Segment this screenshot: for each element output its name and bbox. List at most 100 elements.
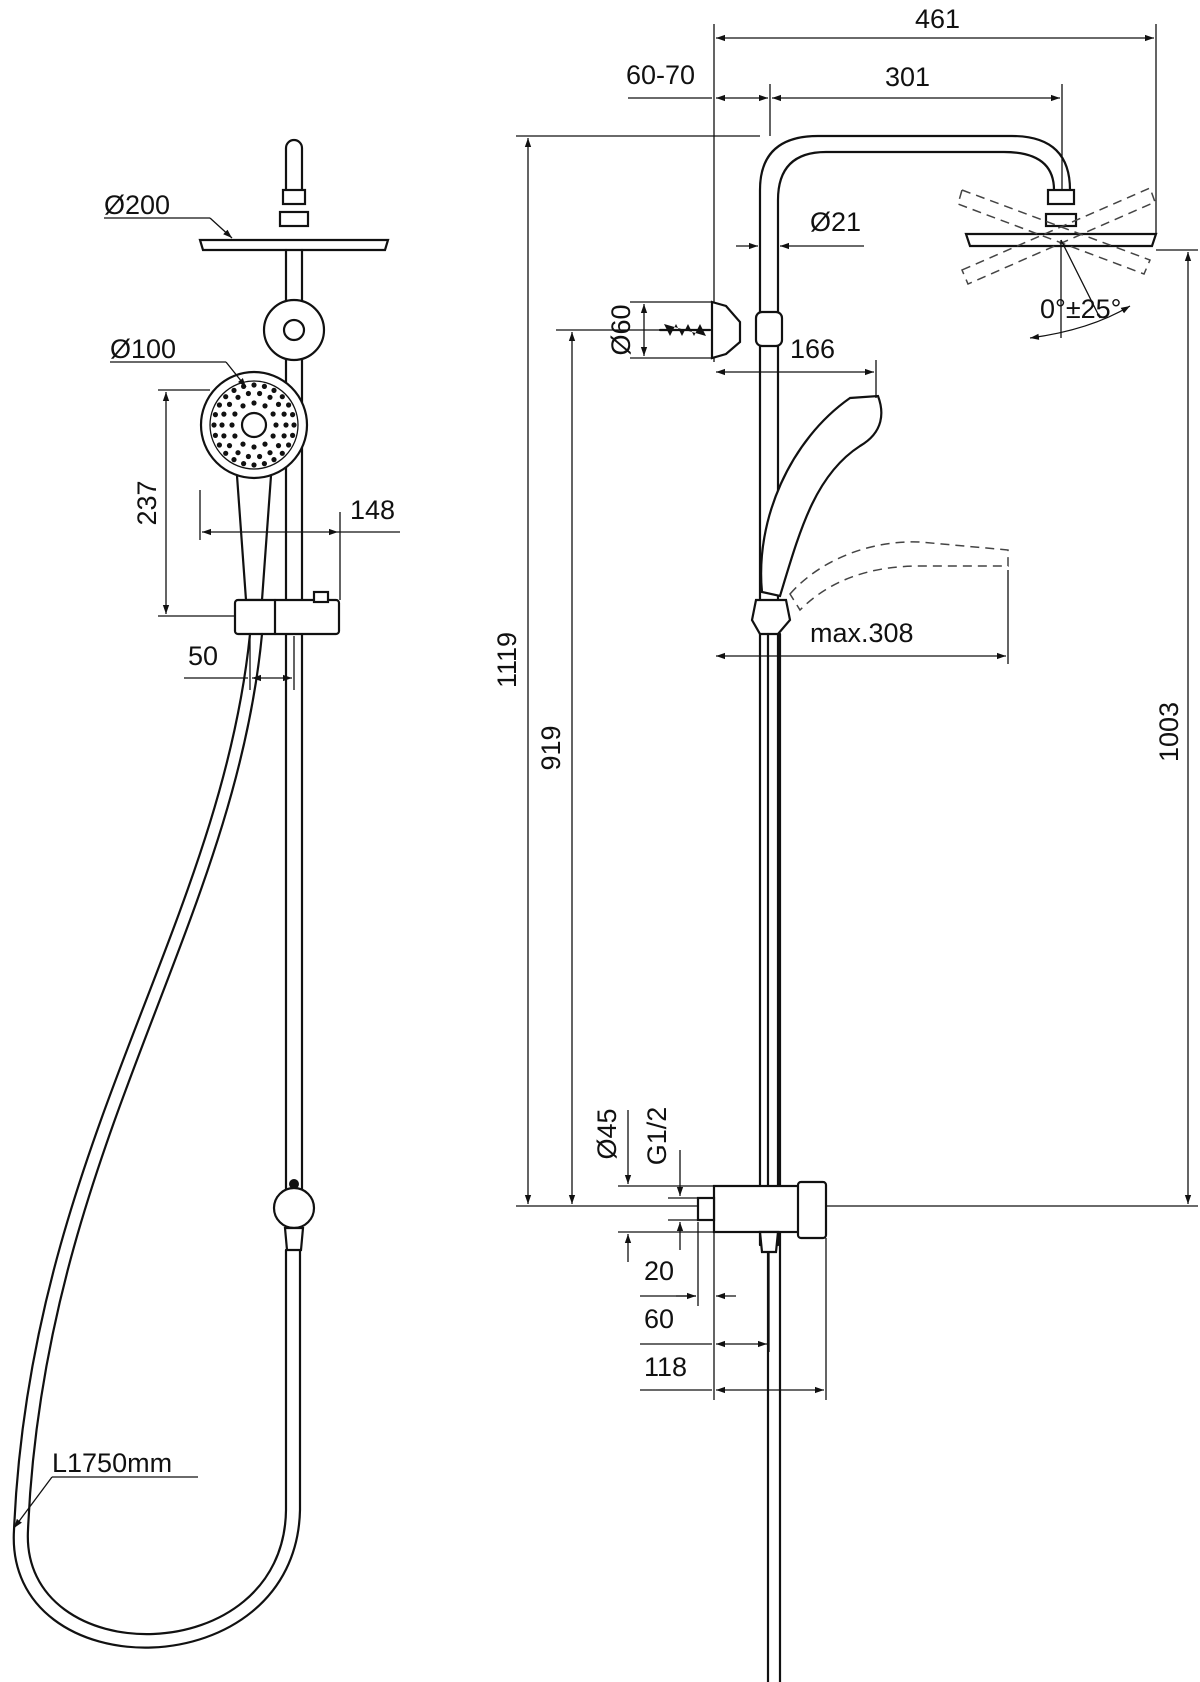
nozzle-dot bbox=[257, 390, 263, 397]
side-connector-outlet bbox=[758, 1230, 780, 1254]
dim-holder-projection-side: 166 bbox=[790, 334, 835, 364]
side-head-tilt-up bbox=[957, 189, 1151, 275]
dim-wall-gap: 60-70 bbox=[626, 60, 695, 90]
nozzle-dot bbox=[235, 450, 241, 456]
front-outlet-elbow bbox=[283, 1226, 305, 1252]
side-head-tilt-arc bbox=[1029, 305, 1131, 340]
dim-head-height: 1003 bbox=[1154, 702, 1184, 762]
nozzle-dot bbox=[286, 442, 292, 448]
side-bracket-clamp bbox=[754, 310, 784, 348]
nozzle-dot bbox=[221, 411, 227, 417]
nozzle-dot bbox=[270, 433, 276, 439]
nozzle-dot bbox=[290, 412, 296, 418]
nozzle-dot bbox=[267, 450, 273, 456]
nozzle-dot bbox=[273, 422, 279, 428]
nozzle-dot bbox=[221, 433, 227, 439]
nozzle-dot bbox=[223, 450, 229, 456]
side-head-joint bbox=[1044, 212, 1078, 228]
dim-hand-shower-diameter: Ø100 bbox=[110, 334, 176, 364]
front-hose-inner bbox=[26, 632, 288, 1636]
nozzle-dot bbox=[251, 382, 257, 388]
side-arm-nut bbox=[1046, 188, 1076, 206]
nozzle-dot bbox=[281, 411, 287, 417]
dim-118: 118 bbox=[644, 1352, 687, 1382]
side-connector-nipple bbox=[696, 1196, 716, 1222]
dim-arm-length: 301 bbox=[885, 62, 930, 92]
nozzle-dot bbox=[226, 401, 233, 407]
side-head-tilt-ray-2 bbox=[1060, 239, 1101, 319]
dim-total-projection: 461 bbox=[915, 4, 960, 34]
nozzle-dot bbox=[267, 394, 273, 400]
side-head-tilt-down bbox=[961, 186, 1156, 285]
front-hand-shower-ring bbox=[209, 380, 299, 470]
front-head-joint bbox=[278, 210, 310, 228]
side-holder bbox=[750, 598, 792, 636]
nozzle-dot bbox=[275, 443, 282, 449]
front-hand-shower-handle bbox=[234, 460, 274, 602]
nozzle-dot bbox=[216, 442, 222, 448]
nozzle-dot bbox=[223, 394, 229, 400]
nozzle-dot bbox=[231, 387, 237, 393]
nozzle-dot bbox=[275, 401, 282, 407]
nozzle-dot bbox=[257, 453, 263, 460]
nozzle-dot bbox=[281, 433, 287, 439]
side-hand-shower-tilted bbox=[789, 541, 1009, 612]
side-hand-shower bbox=[760, 394, 883, 598]
dim-head-diameter: Ø200 bbox=[104, 190, 170, 220]
leader-hand-shower-diameter-arrow bbox=[225, 361, 247, 388]
front-outlet-knob-top bbox=[289, 1179, 299, 1189]
nozzle-dot bbox=[212, 432, 218, 438]
nozzle-dot bbox=[235, 394, 241, 400]
dim-max-projection: max.308 bbox=[810, 618, 914, 648]
nozzle-dot bbox=[212, 412, 218, 418]
dim-total-height: 1119 bbox=[492, 632, 522, 688]
front-dimensions: Ø200 Ø100 237 148 50 L1750mm bbox=[13, 190, 400, 1529]
nozzle-dot bbox=[271, 457, 277, 463]
dim-bracket-height: 919 bbox=[536, 725, 566, 770]
nozzle-dot bbox=[283, 422, 289, 428]
front-head-nut bbox=[281, 188, 307, 206]
front-hose-outer bbox=[12, 632, 302, 1649]
nozzle-dot bbox=[245, 453, 251, 460]
side-arm-inner bbox=[776, 150, 1056, 1247]
leader-hose-length-arrow bbox=[13, 1476, 53, 1529]
front-wall-bracket-inner bbox=[282, 318, 306, 342]
nozzle-dot bbox=[251, 444, 257, 450]
nozzle-dot bbox=[216, 402, 222, 408]
dim-holder-projection-front: 148 bbox=[350, 495, 395, 525]
front-holder-button bbox=[312, 590, 330, 604]
nozzle-dot bbox=[226, 443, 233, 449]
dim-hose-offset: 50 bbox=[188, 641, 218, 671]
dim-hose-length: L1750mm bbox=[52, 1448, 172, 1478]
front-view: Ø200 Ø100 237 148 50 L1750mm bbox=[12, 138, 400, 1649]
nozzle-dot bbox=[261, 383, 267, 389]
nozzle-dot bbox=[261, 461, 267, 467]
front-top-pipe bbox=[284, 138, 304, 192]
nozzle-dot bbox=[241, 461, 247, 467]
nozzle-dot bbox=[291, 422, 297, 428]
side-bracket-screw bbox=[658, 324, 712, 336]
front-holder-clamp bbox=[233, 598, 341, 636]
dim-connector-diameter: Ø45 bbox=[592, 1108, 622, 1159]
nozzle-dot bbox=[279, 394, 285, 400]
dim-hand-shower-height: 237 bbox=[132, 480, 162, 525]
side-screw-thread bbox=[664, 324, 706, 336]
front-hand-shower-center bbox=[240, 411, 268, 439]
dim-60: 60 bbox=[644, 1304, 674, 1334]
nozzle-dot bbox=[286, 402, 292, 408]
dim-20: 20 bbox=[644, 1256, 674, 1286]
dim-head-tilt: 0°±25° bbox=[1040, 294, 1121, 324]
nozzle-dot bbox=[245, 390, 251, 397]
nozzle-dot bbox=[211, 422, 217, 428]
front-overhead-shower-head bbox=[198, 238, 390, 252]
side-arm-outer bbox=[758, 134, 1072, 1247]
nozzle-dot bbox=[232, 411, 238, 417]
nozzle-dot bbox=[270, 411, 276, 417]
nozzle-dot bbox=[290, 432, 296, 438]
dim-thread: G1/2 bbox=[642, 1107, 672, 1166]
nozzle-dot bbox=[231, 457, 237, 463]
side-bracket-plate bbox=[710, 300, 742, 360]
nozzle-dot bbox=[219, 422, 225, 428]
nozzle-dot bbox=[262, 441, 268, 447]
